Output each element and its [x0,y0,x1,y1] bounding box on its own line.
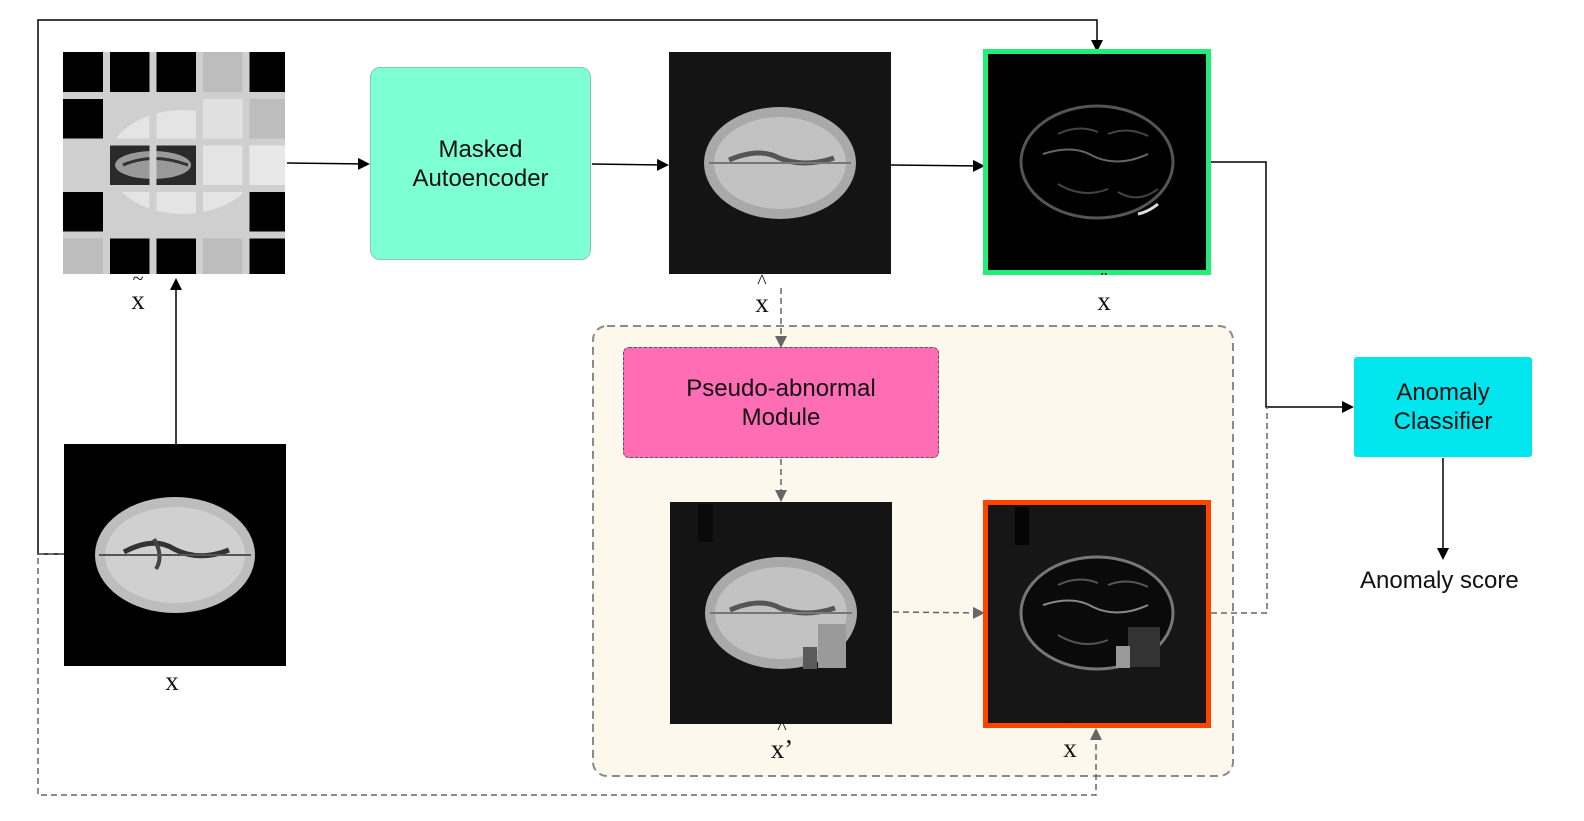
masked-input-image [63,52,285,274]
hat-accent: ^ [757,271,767,293]
x-hat-prime-text: x’ [770,734,794,764]
masked-autoencoder-box: Masked Autoencoder [370,67,591,260]
label-x-tilde: ~ x [108,269,168,316]
dashed-xhatprime-to-xddotprime [892,606,985,619]
label-x-ddot: ¨ x [1074,270,1134,317]
residual-image-green [983,49,1211,275]
pseudo-abnormal-image [670,502,892,724]
x-tilde-text: x [131,285,145,315]
label-x: x [165,666,179,696]
x-ddot-text: x [1097,286,1111,316]
label-x-hat: ^ x [732,272,792,319]
anomaly-classifier-label: Anomaly Classifier [1393,379,1493,435]
ddot-prime-accent: ¨ [1066,716,1074,738]
tilde-accent: ~ [132,268,144,290]
anomaly-classifier-box: Anomaly Classifier [1354,357,1532,457]
label-x-ddot-prime: ¨ x [1040,717,1100,764]
anomaly-score-text: Anomaly score [1360,567,1519,594]
input-brain-image [64,444,286,666]
arrow-xtilde-to-mae [286,157,370,170]
label-x-hat-prime: ^ x’ [752,718,812,765]
masked-autoencoder-label: Masked Autoencoder [412,135,549,192]
pseudo-abnormal-label: Pseudo-abnormal Module [686,374,876,431]
reconstruction-image [669,52,891,274]
x-ddot-prime-text: x [1063,733,1077,763]
arrow-mae-to-xhat [591,158,669,171]
arrow-x-skip-top [37,19,1103,555]
arrow-xddot-to-classifier [1211,161,1354,413]
ddot-accent: ¨ [1100,269,1108,291]
arrow-xhat-to-xddot [890,159,985,172]
dashed-xddotprime-to-classifier [1211,407,1268,614]
residual-image-red [983,500,1211,728]
pseudo-abnormal-module-box: Pseudo-abnormal Module [623,347,939,458]
x-hat-text: x [755,288,769,318]
hat-prime-accent: ^ [777,717,787,739]
